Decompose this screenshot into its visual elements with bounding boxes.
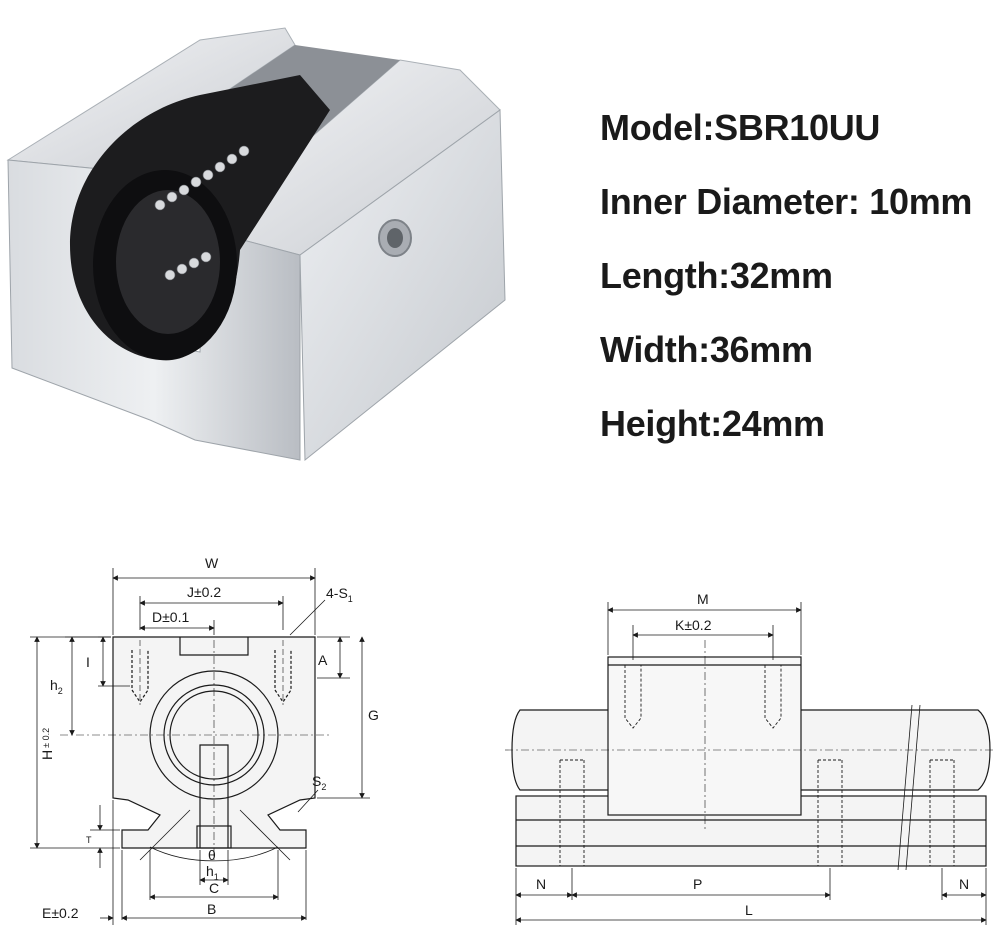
label-d: D±0.1	[152, 609, 189, 625]
label-theta: θ	[208, 847, 216, 863]
spec-length: Length:32mm	[600, 255, 833, 296]
label-h2: h2	[50, 677, 63, 696]
label-m: M	[697, 591, 709, 607]
label-h1: h1	[206, 863, 219, 882]
label-n-right: N	[959, 876, 969, 892]
label-e: E±0.2	[42, 905, 79, 921]
spec-height: Height:24mm	[600, 403, 825, 444]
label-h: H± 0.2	[39, 728, 55, 760]
side-view-drawing	[505, 640, 995, 871]
technical-drawings: W J±0.2 4-S1 D±0.1 I h2 H± 0.2 A G S2 T …	[30, 555, 995, 925]
label-s1: 4-S1	[326, 585, 353, 604]
label-g: G	[368, 707, 379, 723]
label-w: W	[205, 555, 219, 571]
spec-width: Width:36mm	[600, 329, 813, 370]
label-c: C	[209, 880, 219, 896]
spec-inner-diameter: Inner Diameter: 10mm	[600, 181, 973, 222]
product-photo	[6, 27, 506, 462]
label-l: L	[745, 902, 753, 918]
label-b: B	[207, 901, 216, 917]
label-i: I	[86, 654, 90, 670]
front-view-drawing	[60, 636, 330, 862]
label-a: A	[318, 652, 328, 668]
label-n-left: N	[536, 876, 546, 892]
label-k: K±0.2	[675, 617, 712, 633]
spec-model: Model:SBR10UU	[600, 107, 881, 148]
label-t: T	[86, 835, 92, 845]
label-s2: S2	[312, 773, 326, 792]
label-j: J±0.2	[187, 584, 221, 600]
spec-list: Model:SBR10UU Inner Diameter: 10mm Lengt…	[600, 108, 972, 478]
label-p: P	[693, 876, 702, 892]
